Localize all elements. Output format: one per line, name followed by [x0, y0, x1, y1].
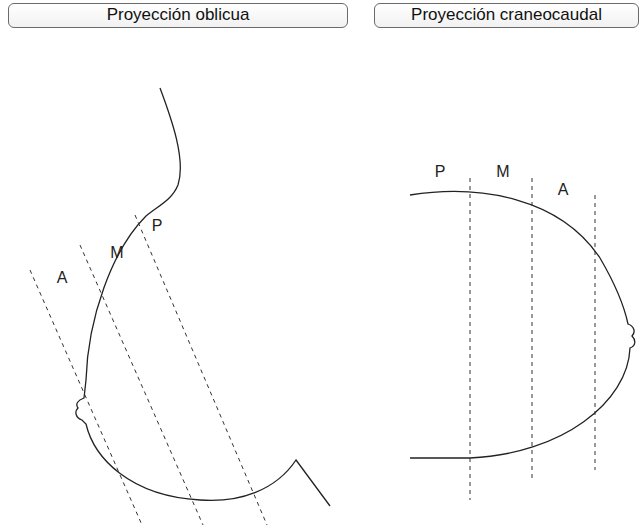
- oblique-zone-line: [80, 245, 203, 525]
- zone-letter: M: [496, 164, 509, 180]
- craneocaudal-zone-line: [595, 195, 596, 470]
- zone-letter: P: [435, 164, 446, 180]
- zone-letter: A: [558, 182, 569, 198]
- projection-title-box: Proyección oblicua: [8, 3, 348, 28]
- craneocaudal-breast-outline: [410, 192, 635, 458]
- projection-title-box: Proyección craneocaudal: [374, 3, 639, 28]
- craneocaudal-zone-line: [470, 178, 471, 500]
- projection-title: Proyección oblicua: [107, 6, 250, 25]
- craneocaudal-zone-line: [532, 178, 533, 480]
- projection-title: Proyección craneocaudal: [411, 6, 602, 25]
- oblique-zone-line: [30, 270, 142, 525]
- zone-letter: M: [110, 245, 123, 261]
- zone-letter: A: [57, 270, 68, 286]
- zone-letter: P: [152, 218, 163, 234]
- oblique-breast-outline: [76, 88, 330, 506]
- oblique-zone-line: [135, 215, 267, 525]
